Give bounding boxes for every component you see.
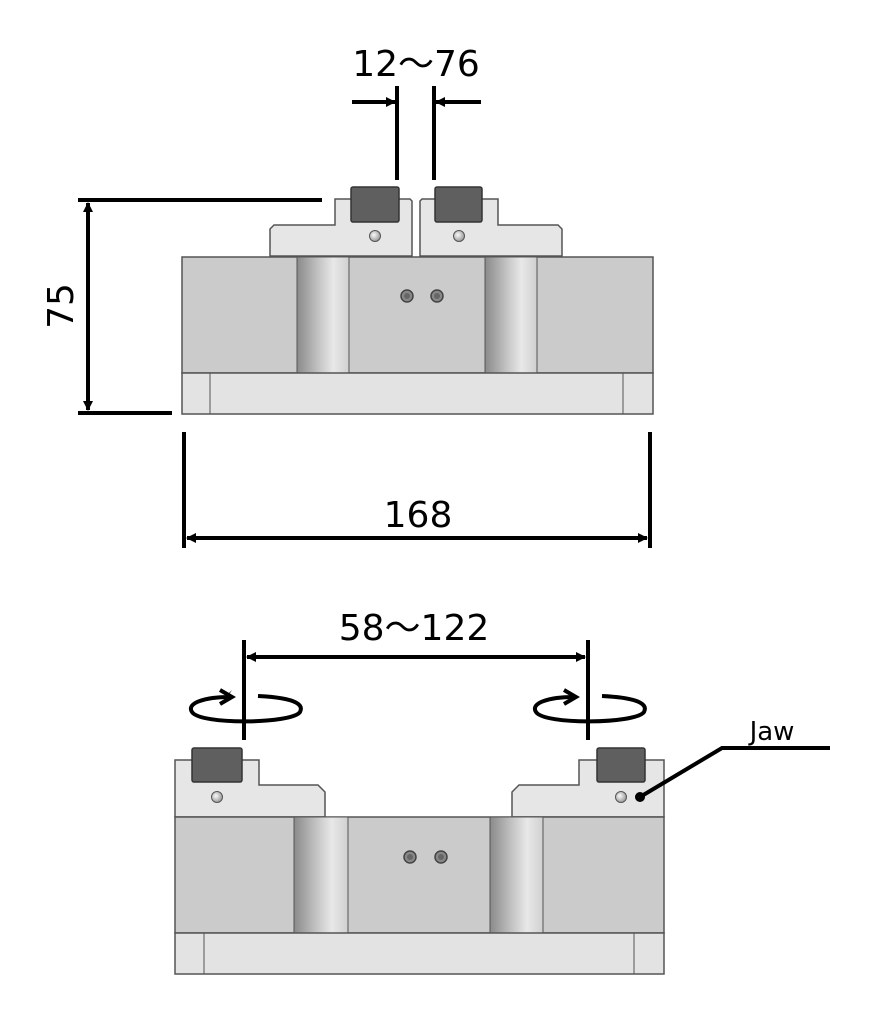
screw-socket (434, 293, 440, 299)
jaw-callout: Jaw (635, 717, 830, 802)
left-jaw-block (191, 747, 243, 783)
vise-body (181, 256, 654, 374)
right-jaw-block (434, 186, 483, 223)
jaw-gap-dimension: 12～76 (352, 44, 481, 180)
guide-pillar (489, 816, 544, 934)
right-jaw-block (596, 747, 646, 783)
screw-socket (407, 854, 413, 860)
rotation-arrow-right (532, 688, 647, 724)
guide-pillar (296, 256, 350, 374)
jaw-label: Jaw (748, 717, 795, 747)
guide-pillar (293, 816, 349, 934)
hole (615, 791, 627, 803)
hole (211, 791, 223, 803)
height-dimension: 75 (41, 198, 322, 415)
guide-pillar (484, 256, 538, 374)
screw-socket (438, 854, 444, 860)
hole (369, 230, 381, 242)
vise-base (181, 372, 654, 415)
leader-line (638, 746, 830, 799)
vise-base (174, 932, 665, 975)
height-label: 75 (41, 283, 82, 329)
bottom-view: 58～122 (174, 608, 830, 975)
left-jaw-block (350, 186, 400, 223)
hole (453, 230, 465, 242)
jaw-pitch-label: 58～122 (339, 608, 490, 649)
jaw-pitch-dimension: 58～122 (242, 608, 590, 740)
top-view: 12～76 75 168 (41, 44, 654, 548)
vise-body (174, 816, 665, 934)
width-label: 168 (384, 495, 453, 536)
width-dimension: 168 (182, 432, 652, 548)
screw-socket (404, 293, 410, 299)
rotation-arrow-left (188, 688, 303, 724)
jaw-gap-label: 12～76 (352, 44, 480, 85)
